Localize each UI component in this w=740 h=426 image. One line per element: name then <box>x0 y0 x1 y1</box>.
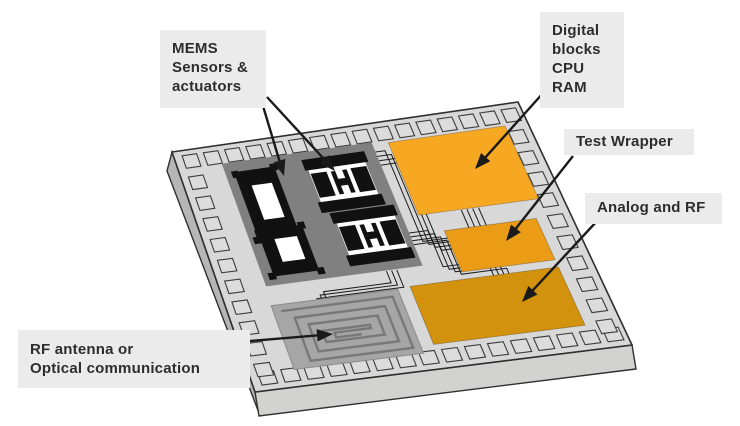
bond-pad <box>223 278 246 295</box>
label-line: Sensors & <box>172 59 248 76</box>
analog-rf-block <box>409 266 586 345</box>
comb-actuator-1-shuttle-bar <box>330 170 345 195</box>
membrane-sensor-1-window <box>251 182 285 220</box>
bond-pad <box>330 131 352 148</box>
bond-pad <box>585 297 609 314</box>
membrane-sensor-2-window <box>274 236 306 262</box>
comb-actuator-2-shuttle-link <box>366 231 378 240</box>
comb-actuator-2-left-comb <box>338 224 365 251</box>
label-line: actuators <box>172 78 242 95</box>
label-line: blocks <box>552 41 601 58</box>
comb-actuator-1-shuttle-link <box>338 177 349 186</box>
comb-actuator-1-top-bar <box>301 151 369 171</box>
bond-pad <box>436 116 459 133</box>
bond-pad <box>526 170 550 187</box>
label-line: RF antenna or <box>30 341 134 358</box>
wire-bus-test-wrapper-to-analog <box>413 239 510 275</box>
bond-pad <box>546 213 570 229</box>
comb-actuator-2-top-bar <box>329 204 398 224</box>
bond-pad <box>181 153 202 169</box>
wire-bus-mems-to-antenna <box>319 270 399 301</box>
bond-pad <box>351 128 373 145</box>
label-line: Digital <box>552 22 600 39</box>
arrow-rf-antenna-head <box>316 329 333 342</box>
bond-pad <box>532 335 556 352</box>
wire-bus-digital-to-test-wrapper <box>466 209 476 228</box>
bond-pad <box>478 110 501 127</box>
bond-pad <box>417 349 441 366</box>
bond-pad <box>517 149 540 166</box>
bond-pad <box>252 361 275 378</box>
bond-pad <box>500 107 523 124</box>
label-mems-sensors-actuators: MEMS Sensors & actuators <box>160 30 266 108</box>
bond-pad <box>536 192 560 209</box>
bond-pad <box>393 122 416 139</box>
bond-pad <box>287 137 309 154</box>
label-line: Analog and RF <box>597 199 706 216</box>
bond-pad <box>279 367 302 383</box>
bond-pad <box>463 344 487 360</box>
bond-pad <box>245 143 266 160</box>
bond-pad <box>202 216 223 232</box>
bond-pad <box>565 255 589 272</box>
arrow-analog-rf-head <box>522 286 538 302</box>
antenna-spiral-trace <box>280 295 415 363</box>
test-wrapper-block <box>443 217 556 273</box>
bond-pad <box>486 341 510 357</box>
bond-pad <box>202 150 224 166</box>
label-line: Test Wrapper <box>576 133 673 150</box>
bond-pad <box>509 338 533 354</box>
wire-bus-digital-to-test-wrapper <box>472 208 482 227</box>
bond-pad <box>231 299 253 316</box>
bond-pad <box>415 119 437 136</box>
wire-bus-digital-to-test-wrapper <box>460 209 470 229</box>
arrow-digital-head <box>475 152 491 169</box>
arrow-test-wrapper-head <box>506 224 521 241</box>
arrow-mems-to-actuator-head <box>319 155 335 171</box>
bond-pad <box>216 257 238 274</box>
bond-pad <box>187 174 209 191</box>
comb-actuator-1-right-comb <box>350 166 376 193</box>
bond-pad <box>209 236 231 253</box>
wire-bus-mems-to-antenna <box>322 271 392 300</box>
label-line: Optical communication <box>30 360 201 377</box>
bond-pad <box>372 125 395 142</box>
comb-actuator-1-shuttle-bar <box>342 169 356 193</box>
comb-actuator-1-left-comb <box>310 171 336 198</box>
comb-actuator-2-right-comb <box>379 219 406 246</box>
wire-bus-mems-to-test-wrapper <box>377 153 450 245</box>
bond-pad <box>507 128 530 145</box>
bond-pad <box>594 318 619 335</box>
bond-pad <box>194 195 216 212</box>
arrow-mems-to-actuator <box>266 96 328 163</box>
bond-pad <box>440 346 464 363</box>
arrow-analog-rf <box>529 220 598 295</box>
bond-pad <box>578 329 602 346</box>
label-test-wrapper: Test Wrapper <box>564 129 694 155</box>
arrow-mems-to-sensor-head <box>273 158 286 176</box>
arrow-test-wrapper <box>512 155 574 233</box>
label-line: MEMS <box>172 40 218 57</box>
comb-actuator-2-shuttle-bar <box>359 224 374 248</box>
label-line: CPU <box>552 60 585 77</box>
bond-pad <box>575 276 599 293</box>
label-rf-antenna-optical: RF antenna or Optical communication <box>18 330 250 388</box>
wire-bus-mems-to-test-wrapper <box>375 150 449 242</box>
wire-bus-digital-to-test-wrapper <box>478 207 487 226</box>
bond-pad <box>555 332 579 349</box>
bond-pad <box>457 113 480 130</box>
label-digital-blocks-cpu-ram: Digital blocks CPU RAM <box>540 12 624 108</box>
arrow-digital <box>482 91 545 161</box>
bond-pad <box>223 146 245 163</box>
label-line: RAM <box>552 79 587 96</box>
comb-actuator-2-bottom-bar <box>346 247 416 267</box>
label-analog-and-rf: Analog and RF <box>585 193 722 224</box>
comb-actuator-1-bottom-bar <box>317 193 386 214</box>
comb-actuator-2-shuttle-bar <box>371 222 385 247</box>
